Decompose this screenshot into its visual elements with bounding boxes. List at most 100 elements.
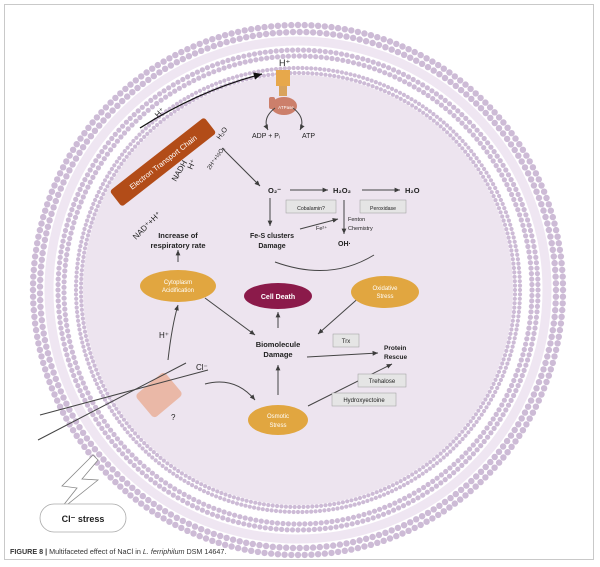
membrane-dot xyxy=(542,213,549,221)
membrane-dot xyxy=(206,503,212,509)
membrane-dot xyxy=(80,312,85,317)
membrane-dot xyxy=(552,273,559,280)
membrane-dot xyxy=(367,541,375,548)
chloride-entry-line xyxy=(39,369,209,416)
membrane-dot xyxy=(145,76,152,84)
membrane-dot xyxy=(455,108,461,114)
membrane-dot xyxy=(96,153,102,159)
membrane-dot xyxy=(79,272,84,277)
membrane-dot xyxy=(187,475,192,480)
membrane-dot xyxy=(158,120,163,125)
membrane-dot xyxy=(234,501,240,506)
membrane-dot xyxy=(39,249,46,257)
membrane-dot xyxy=(411,490,417,496)
membrane-dot xyxy=(402,79,408,85)
membrane-dot xyxy=(406,474,411,479)
membrane-dot xyxy=(524,170,532,177)
membrane-dot xyxy=(74,270,79,275)
membrane-dot xyxy=(463,149,468,154)
membrane-dot xyxy=(83,222,88,227)
membrane-dot xyxy=(95,165,101,171)
membrane-dot xyxy=(548,333,555,340)
membrane-dot xyxy=(304,66,309,71)
membrane-dot xyxy=(269,54,275,61)
membrane-dot xyxy=(139,80,146,88)
membrane-dot xyxy=(257,524,263,530)
membrane-dot xyxy=(374,539,381,546)
membrane-dot xyxy=(508,177,514,183)
membrane-dot xyxy=(382,486,387,491)
membrane-dot xyxy=(74,365,80,371)
membrane-dot xyxy=(527,397,535,404)
membrane-dot xyxy=(76,424,83,431)
membrane-dot xyxy=(484,425,490,431)
membrane-dot xyxy=(30,300,37,307)
membrane-dot xyxy=(87,440,95,447)
membrane-dot xyxy=(278,509,283,514)
membrane-dot xyxy=(221,32,229,39)
membrane-dot xyxy=(214,494,219,499)
membrane-dot xyxy=(361,62,367,69)
membrane-dot xyxy=(287,509,292,514)
membrane-dot xyxy=(62,227,69,234)
membrane-dot xyxy=(172,88,178,94)
membrane-dot xyxy=(500,119,507,126)
membrane-dot xyxy=(467,128,473,134)
membrane-dot xyxy=(182,478,187,483)
membrane-dot xyxy=(390,92,395,97)
membrane-dot xyxy=(451,500,458,507)
membrane-dot xyxy=(98,464,105,471)
membrane-dot xyxy=(111,142,117,149)
membrane-dot xyxy=(157,461,162,466)
membrane-dot xyxy=(82,177,88,183)
membrane-dot xyxy=(542,359,549,367)
membrane-dot xyxy=(438,458,443,463)
membrane-dot xyxy=(470,442,476,448)
membrane-dot xyxy=(82,385,89,391)
membrane-dot xyxy=(382,504,388,510)
membrane-dot xyxy=(486,401,491,406)
membrane-dot xyxy=(529,287,535,293)
membrane-dot xyxy=(174,101,180,106)
membrane-dot xyxy=(515,383,521,389)
membrane-dot xyxy=(559,273,566,280)
membrane-dot xyxy=(142,134,147,139)
membrane-dot xyxy=(413,470,418,475)
membrane-dot xyxy=(396,69,402,75)
membrane-dot xyxy=(349,53,355,59)
membrane-dot xyxy=(100,393,105,398)
membrane-dot xyxy=(521,207,527,213)
membrane-dot xyxy=(62,262,68,268)
membrane-dot xyxy=(307,53,313,59)
membrane-dot xyxy=(540,366,547,373)
membrane-dot xyxy=(488,430,494,436)
membrane-dot xyxy=(493,163,499,169)
membrane-dot xyxy=(413,99,418,104)
membrane-dot xyxy=(523,233,529,239)
membrane-dot xyxy=(369,78,374,83)
membrane-dot xyxy=(530,391,538,398)
membrane-dot xyxy=(512,287,518,293)
membrane-dot xyxy=(64,322,70,328)
membrane-dot xyxy=(559,280,567,287)
membrane-dot xyxy=(94,208,99,213)
membrane-dot xyxy=(421,110,426,115)
membrane-dot xyxy=(487,420,493,427)
membrane-dot xyxy=(249,32,256,40)
membrane-dot xyxy=(538,391,545,398)
figure-caption: FIGURE 8 | Multifaceted effect of NaCl i… xyxy=(10,547,226,556)
membrane-dot xyxy=(127,492,134,499)
membrane-dot xyxy=(493,377,498,382)
membrane-dot xyxy=(146,123,152,128)
membrane-dot xyxy=(513,388,519,394)
membrane-dot xyxy=(158,477,164,483)
membrane-dot xyxy=(217,40,224,48)
membrane-dot xyxy=(328,23,335,31)
membrane-dot xyxy=(63,415,70,422)
membrane-dot xyxy=(89,369,94,374)
membrane-dot xyxy=(289,544,297,552)
membrane-dot xyxy=(474,419,479,424)
trx-label: Trx xyxy=(342,339,350,345)
membrane-dot xyxy=(472,483,479,490)
membrane-dot xyxy=(304,509,309,514)
